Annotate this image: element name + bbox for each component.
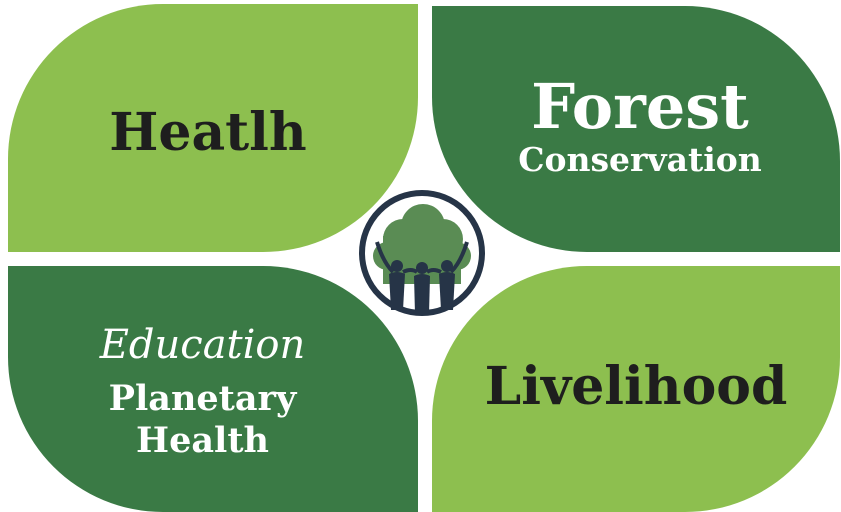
petal-bottom-right xyxy=(432,266,840,512)
health-label: Heatlh xyxy=(109,102,307,163)
planetary-health-label: Health xyxy=(136,420,269,461)
petal-top-left xyxy=(8,4,418,252)
education-label: Education xyxy=(99,322,306,368)
petal-top-right xyxy=(432,6,840,252)
tree-people-icon xyxy=(356,187,488,319)
forest-title: Forest xyxy=(531,70,749,143)
conservation-subtitle: Conservation xyxy=(518,140,762,179)
people-figures xyxy=(375,241,469,314)
livelihood-label: Livelihood xyxy=(484,356,788,417)
planetary-label: Planetary xyxy=(108,378,297,419)
petal-bottom-left xyxy=(8,266,418,512)
